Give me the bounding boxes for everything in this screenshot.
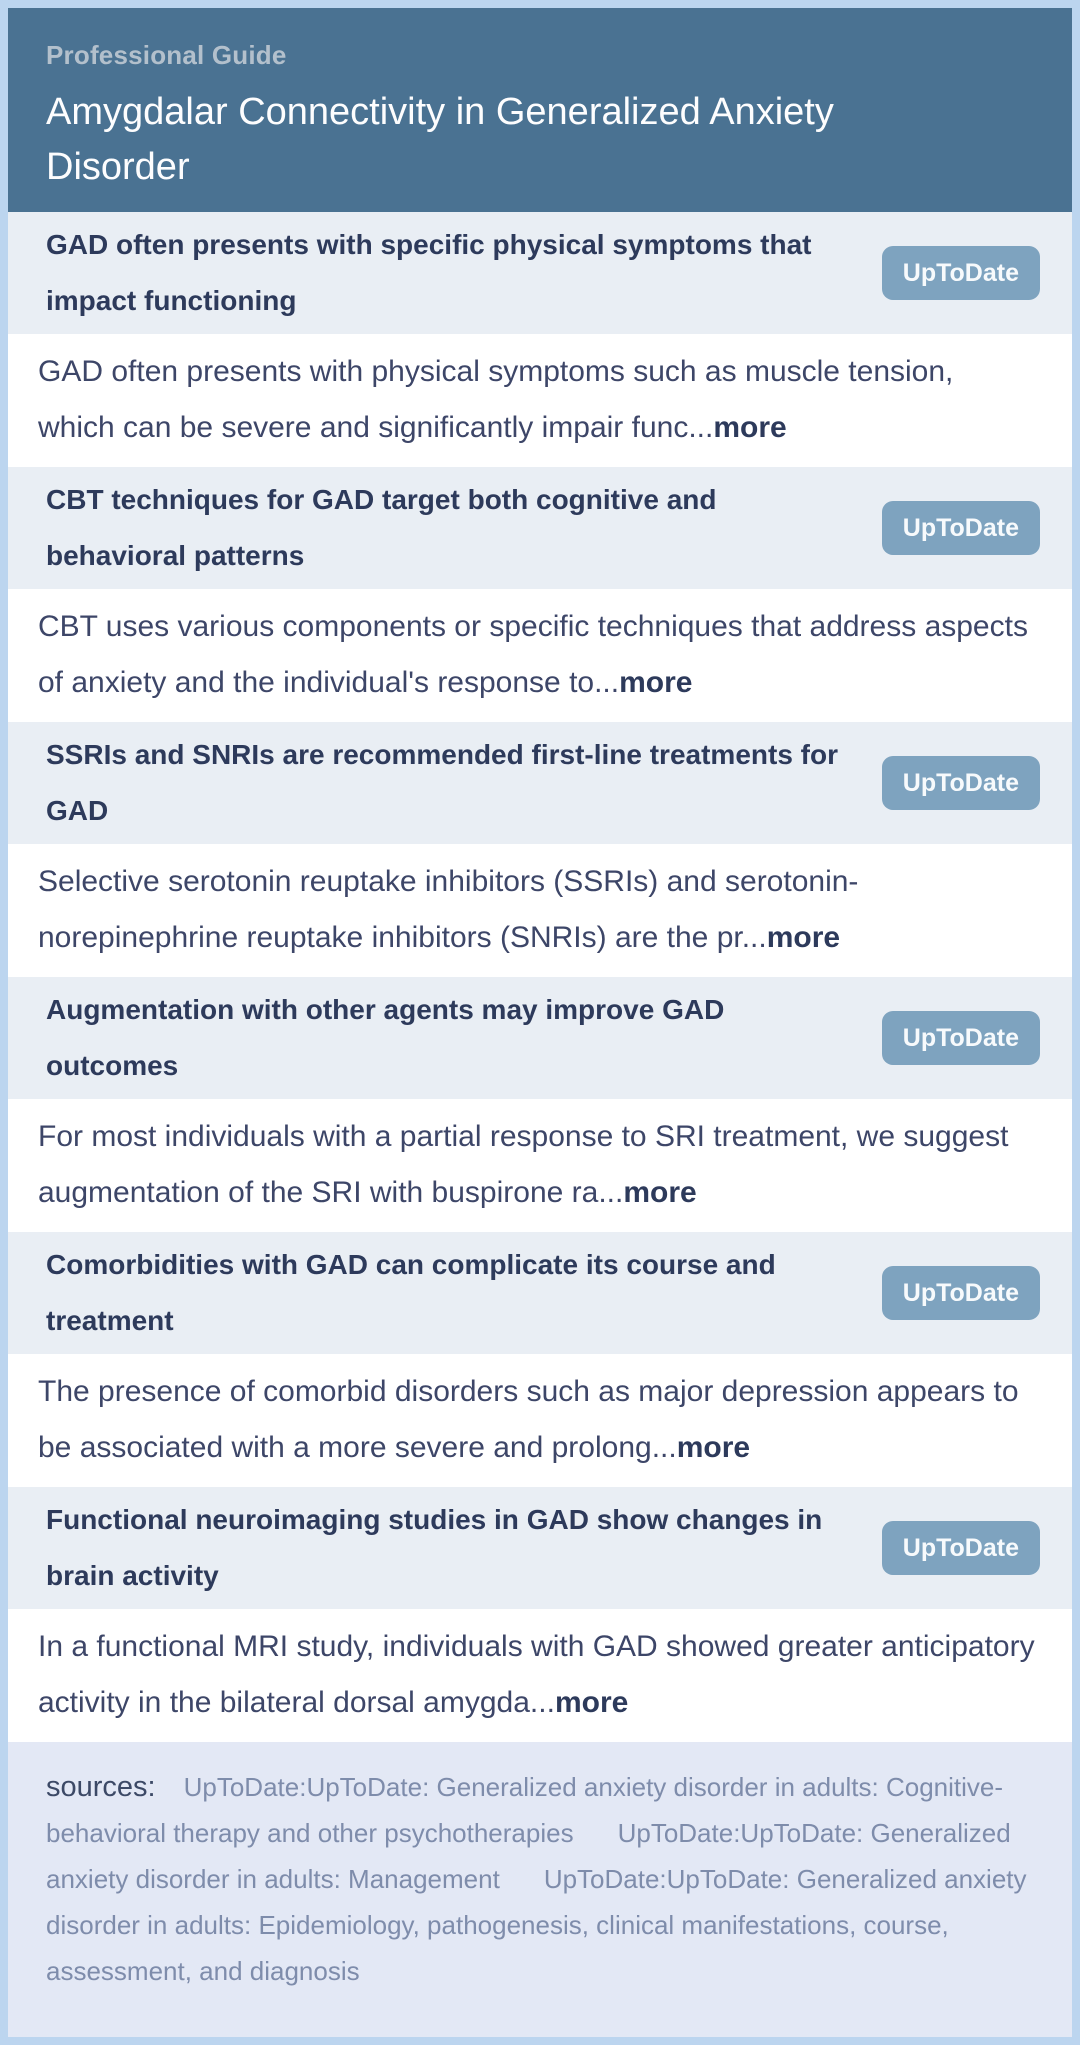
section-header-5: Comorbidities with GAD can complicate it… <box>8 1232 1072 1354</box>
section-heading: SSRIs and SNRIs are recommended first-li… <box>46 739 838 826</box>
section-heading: CBT techniques for GAD target both cogni… <box>46 484 717 571</box>
ellipsis: ... <box>741 921 767 954</box>
section-header-4: Augmentation with other agents may impro… <box>8 977 1072 1099</box>
ellipsis: ... <box>598 1176 624 1209</box>
uptodate-badge[interactable]: UpToDate <box>881 501 1040 555</box>
ellipsis: ... <box>651 1431 677 1464</box>
section-heading: GAD often presents with specific physica… <box>46 229 812 316</box>
ellipsis: ... <box>688 411 714 444</box>
section-heading: Comorbidities with GAD can complicate it… <box>46 1249 776 1336</box>
more-link[interactable]: more <box>713 411 787 444</box>
source-link-1[interactable]: UpToDate:UpToDate: Generalized anxiety d… <box>46 1772 1004 1848</box>
more-link[interactable]: more <box>554 1686 629 1719</box>
section-body-6: In a functional MRI study, individuals w… <box>8 1609 1072 1742</box>
section-snippet: GAD often presents with physical symptom… <box>38 355 954 444</box>
section-header-3: SSRIs and SNRIs are recommended first-li… <box>8 722 1072 844</box>
guide-card: Professional Guide Amygdalar Connectivit… <box>8 8 1072 2037</box>
uptodate-badge[interactable]: UpToDate <box>881 1011 1040 1065</box>
section-header-6: Functional neuroimaging studies in GAD s… <box>8 1487 1072 1609</box>
source-link-3[interactable]: UpToDate:UpToDate: Generalized anxiety d… <box>46 1864 1027 1986</box>
section-snippet: In a functional MRI study, individuals w… <box>38 1630 1035 1719</box>
section-heading: Augmentation with other agents may impro… <box>46 994 725 1081</box>
section-body-2: CBT uses various components or specific … <box>8 589 1072 722</box>
uptodate-badge[interactable]: UpToDate <box>881 1266 1040 1320</box>
ellipsis: ... <box>529 1686 555 1719</box>
ellipsis: ... <box>594 666 620 699</box>
section-body-1: GAD often presents with physical symptom… <box>8 334 1072 467</box>
section-body-5: The presence of comorbid disorders such … <box>8 1354 1072 1487</box>
section-header-2: CBT techniques for GAD target both cogni… <box>8 467 1072 589</box>
more-link[interactable]: more <box>766 921 841 954</box>
section-snippet: The presence of comorbid disorders such … <box>38 1375 1019 1464</box>
section-header-1: GAD often presents with specific physica… <box>8 212 1072 334</box>
section-snippet: CBT uses various components or specific … <box>38 610 1028 699</box>
section-body-4: For most individuals with a partial resp… <box>8 1099 1072 1232</box>
more-link[interactable]: more <box>623 1176 697 1209</box>
section-body-3: Selective serotonin reuptake inhibitors … <box>8 844 1072 977</box>
section-snippet: For most individuals with a partial resp… <box>38 1120 1009 1209</box>
uptodate-badge[interactable]: UpToDate <box>881 246 1040 300</box>
more-link[interactable]: more <box>619 666 693 699</box>
guide-header: Professional Guide Amygdalar Connectivit… <box>8 8 1072 212</box>
uptodate-badge[interactable]: UpToDate <box>881 1521 1040 1575</box>
guide-kicker: Professional Guide <box>46 40 287 70</box>
sources-section: sources:UpToDate:UpToDate: Generalized a… <box>8 1742 1072 2037</box>
section-snippet: Selective serotonin reuptake inhibitors … <box>38 865 859 954</box>
more-link[interactable]: more <box>676 1431 751 1464</box>
source-link-2[interactable]: UpToDate:UpToDate: Generalized anxiety d… <box>46 1818 1011 1894</box>
section-heading: Functional neuroimaging studies in GAD s… <box>46 1504 823 1591</box>
sources-label: sources: <box>46 1771 156 1803</box>
uptodate-badge[interactable]: UpToDate <box>881 756 1040 810</box>
page-title: Amygdalar Connectivity in Generalized An… <box>46 91 834 188</box>
